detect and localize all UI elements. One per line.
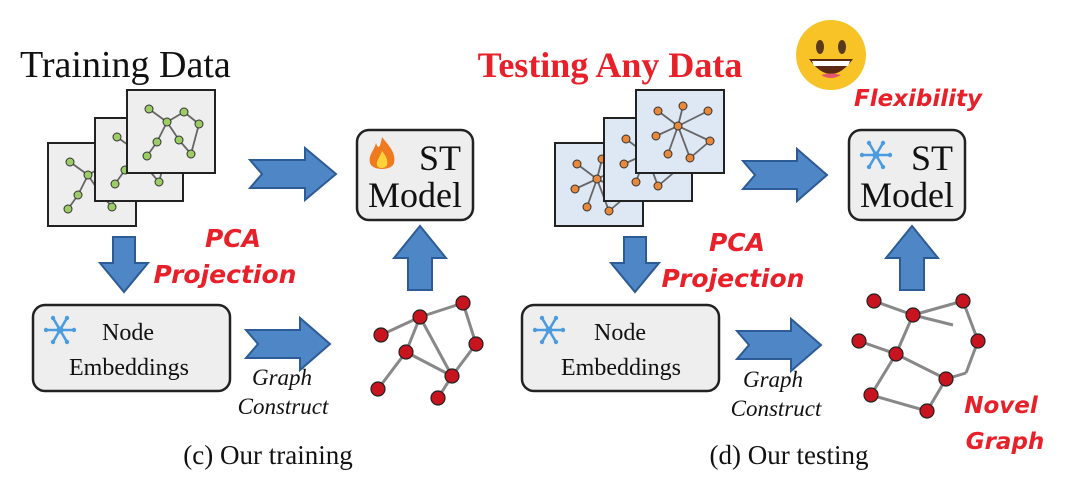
novel-graph-label-line2: Graph xyxy=(966,429,1045,455)
test-graph-construct-label-line1: Graph xyxy=(743,367,803,392)
test-graph-construct-arrow xyxy=(734,316,823,374)
flexibility-label: Flexibility xyxy=(854,86,983,112)
test-node-embeddings-label-line1: Node xyxy=(594,320,646,346)
novel-graph xyxy=(851,293,986,419)
testing-any-data-heading: Testing Any Data xyxy=(478,45,743,85)
pca-label-line1: PCA xyxy=(205,224,261,253)
test-pca-label-line1: PCA xyxy=(709,228,765,257)
st-model-test-label-line2: Model xyxy=(860,175,954,215)
node-embeddings-label-line2: Embeddings xyxy=(69,355,189,381)
fire-icon xyxy=(369,137,395,169)
caption-training: (c) Our training xyxy=(183,440,352,470)
novel-graph-label-line1: Novel xyxy=(964,393,1039,419)
graph-construct-arrow xyxy=(243,315,332,373)
st-model-test-label-line1: ST xyxy=(911,138,953,178)
st-model-label-line1: ST xyxy=(419,138,461,178)
graph-construct-label-line2: Construct xyxy=(238,394,329,419)
pca-label-line2: Projection xyxy=(154,260,297,289)
constructed-graph-train xyxy=(370,295,484,406)
grinning-emoji-icon xyxy=(796,20,866,90)
node-embeddings-box-train xyxy=(31,303,232,393)
data-to-model-arrow xyxy=(247,145,338,203)
projection-down-arrow xyxy=(97,236,151,294)
graph-construct-label-line1: Graph xyxy=(252,365,312,390)
testing-data-stack xyxy=(554,89,725,227)
test-data-to-model-arrow xyxy=(740,146,829,204)
st-model-label-line2: Model xyxy=(368,175,462,215)
caption-testing: (d) Our testing xyxy=(710,440,869,470)
node-embeddings-box-test xyxy=(520,303,721,393)
novel-graph-to-model-arrow xyxy=(883,224,941,291)
test-projection-down-arrow xyxy=(608,236,662,294)
test-pca-label-line2: Projection xyxy=(662,264,805,293)
training-data-stack xyxy=(47,89,216,227)
training-data-heading: Training Data xyxy=(20,44,231,86)
test-node-embeddings-label-line2: Embeddings xyxy=(561,355,681,381)
test-graph-construct-label-line2: Construct xyxy=(731,396,822,421)
graph-to-model-arrow xyxy=(391,224,449,291)
node-embeddings-label-line1: Node xyxy=(102,320,154,346)
